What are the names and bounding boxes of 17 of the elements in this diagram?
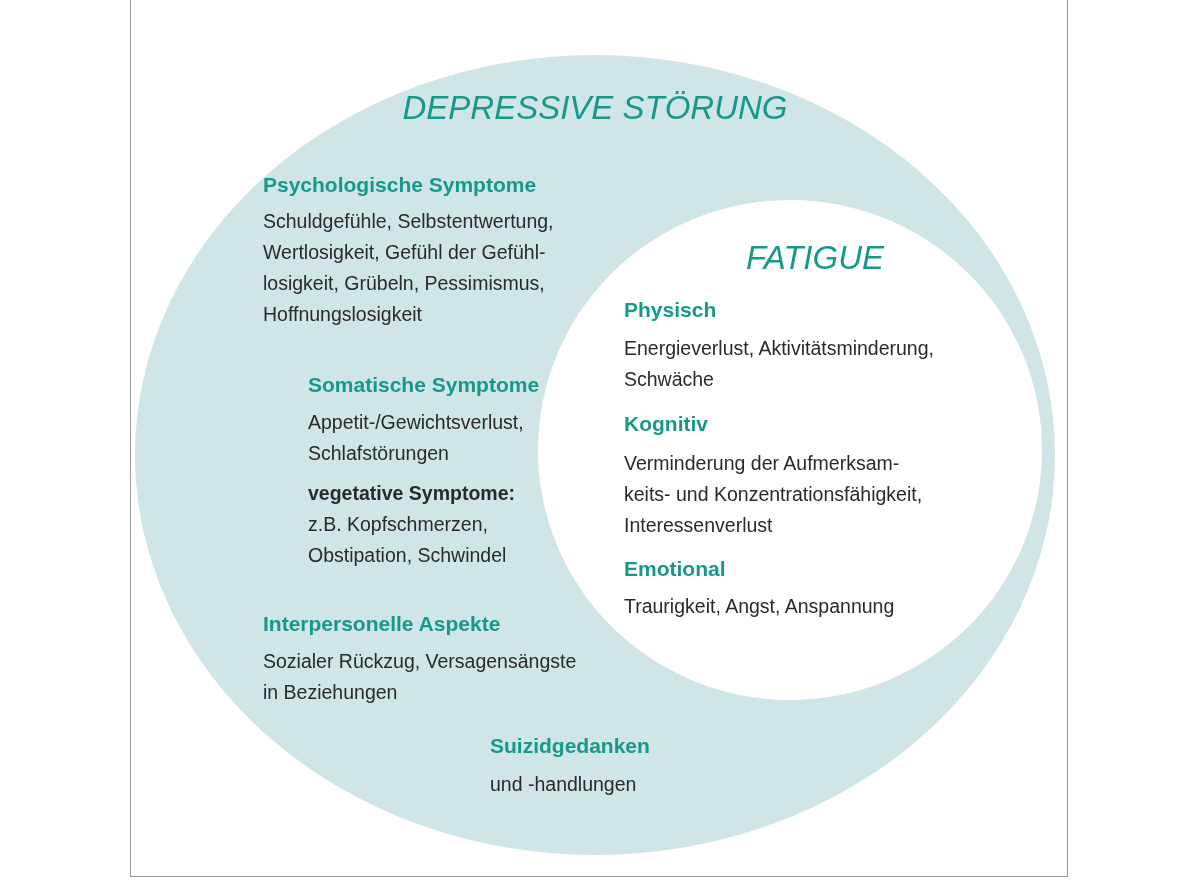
section-text: und -handlungen [490, 772, 638, 797]
section-heading: Emotional [624, 556, 727, 582]
section-text: Appetit-/Gewichtsverlust, Schlafstörungen [308, 410, 525, 466]
circle-heading: FATIGUE [744, 238, 886, 278]
section-text: Verminderung der Aufmerksam- keits- und Konzentrationsfähigkeit, Interessenverlust [624, 451, 924, 538]
section-heading: Interpersonelle Aspekte [263, 611, 502, 637]
section-heading: Somatische Symptome [308, 372, 541, 398]
section-heading: Kognitiv [624, 411, 709, 437]
section-text: Traurigkeit, Angst, Anspannung [624, 594, 896, 619]
section-heading: Psychologische Symptome [263, 172, 538, 198]
section-text: vegetative Symptome: z.B. Kopfschmerzen, Obstipation, Schwindel [308, 481, 516, 568]
section-text: Energieverlust, Aktivitätsminderung, Schwäche [624, 336, 935, 392]
section-heading: Physisch [624, 297, 718, 323]
section-heading: Suizidgedanken [490, 733, 651, 759]
circle-heading: DEPRESSIVE STÖRUNG [401, 88, 789, 128]
section-text: Sozialer Rückzug, Versagensängste in Beziehungen [263, 649, 578, 705]
section-text: Schuldgefühle, Selbstentwertung, Wertlosigkeit, Gefühl der Gefühl- losigkeit, Grübeln, Pessimismus, Hoffnungslosigkeit [263, 209, 555, 327]
